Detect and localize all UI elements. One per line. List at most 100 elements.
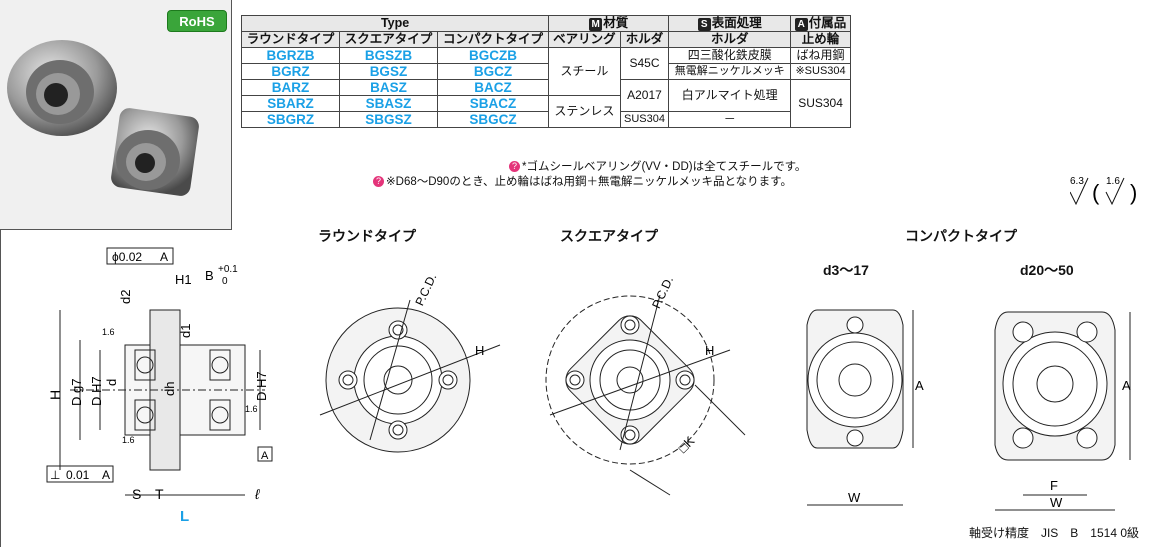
ring-3: SUS304 [790,79,851,128]
table-cell-code: BGRZB [241,47,340,64]
roughness-b: 1.6 [1106,176,1120,187]
compact-large-A: A [1122,378,1131,393]
rohs-badge: RoHS [167,10,227,32]
holder-a2017: A2017 [619,79,670,112]
note-1: ?*ゴムシールベアリング(VV・DD)は全てスチールです。 [509,158,806,174]
table-cell-code: BGCZB [436,47,550,64]
dim-T: T [155,486,164,502]
note-1-text: *ゴムシールベアリング(VV・DD)は全てスチールです。 [522,161,807,173]
table-cell-code: BASZ [338,79,438,96]
roughness-symbols: 6.3 ( 1.6 ) [1069,172,1145,217]
label-square: スクエアタイプ [560,228,658,244]
datum-label: A [160,250,168,264]
table-cell-code: BACZ [436,79,550,96]
svg-text:): ) [1130,180,1137,205]
surface-3: 白アルマイト処理 [668,79,792,112]
sub-holder: ホルダ [619,31,670,48]
bearing-accuracy: 軸受け精度 JIS B 1514 0級 [968,526,1139,540]
tip-icon: ? [509,161,520,173]
roughness-2: 1.6 [122,435,135,445]
product-photo [7,40,199,196]
datum-label-3: A [261,450,269,462]
table-cell-code: BGSZB [338,47,438,64]
surface-1: 四三酸化鉄皮膜 [668,47,792,64]
bearing-stainless: ステンレス [548,95,621,128]
round-pcd: P.C.D. [412,271,439,308]
compact-large-W: W [1050,495,1063,510]
label-compact-small: d3～17 [823,262,869,278]
surface-4: － [668,111,792,128]
sub-compact: コンパクトタイプ [436,31,550,48]
roughness-1: 1.6 [102,327,115,337]
table-cell-code: SBGRZ [241,111,340,128]
ring-2: ※SUS304 [790,63,851,80]
label-compact: コンパクトタイプ [905,228,1017,244]
concentricity-value: ϕ0.02 [112,250,142,264]
holder-s45c: S45C [619,47,670,80]
label-round: ラウンドタイプ [318,228,416,244]
header-accessory-label: 付属品 [808,16,847,30]
round-H: H [475,343,484,358]
sub-ring: 止め輪 [790,31,851,48]
note-2: ?※D68～D90のとき、止め輪はばね用鋼＋無電解ニッケルメッキ品となります。 [373,173,792,189]
header-type: Type [240,15,550,32]
table-cell-code: BGCZ [436,63,550,80]
dim-dh: dh [162,382,177,396]
sub-square: スクエアタイプ [338,31,438,48]
compact-large-F: F [1050,478,1058,493]
dim-B-tol-up: +0.1 [218,264,238,275]
table-cell-code: BARZ [241,79,340,96]
material-letter: M [589,18,603,31]
dim-D: D g7 [69,379,84,406]
table-cell-code: SBARZ [241,95,340,112]
perp-symbol: ⊥ [50,468,60,482]
compact-small-view: A W [806,309,924,506]
compact-large-view: A F W [994,311,1131,511]
dim-DH7-right: D H7 [254,371,269,401]
ring-1: ばね用鋼 [790,47,851,64]
holder-sus304: SUS304 [619,111,670,128]
drawing-border [0,230,3,547]
sub-holder-surface: ホルダ [668,31,792,48]
table-cell-code: SBACZ [436,95,550,112]
table-cell-code: SBASZ [338,95,438,112]
square-pcd: P.C.D. [649,274,676,311]
dim-H: H [47,390,63,400]
note-2-text: ※D68～D90のとき、止め輪はばね用鋼＋無電解ニッケルメッキ品となります。 [386,176,793,188]
product-photo-panel [0,0,232,230]
svg-text:(: ( [1092,180,1100,205]
compact-small-A: A [915,378,924,393]
square-H: H [705,343,714,358]
table-cell-code: SBGSZ [338,111,438,128]
table-cell-code: BGRZ [241,63,340,80]
dim-d: d [104,379,119,386]
header-surface-label: 表面処理 [711,16,762,30]
sub-bearing: ベアリング [548,31,621,48]
surface-letter: S [697,18,711,31]
dim-B-tol-lo: 0 [222,276,228,287]
bearing-steel: スチール [548,47,621,96]
sub-round: ラウンドタイプ [241,31,340,48]
label-compact-large: d20～50 [1020,262,1074,278]
table-cell-code: BGSZ [338,63,438,80]
dim-H1: H1 [175,272,192,287]
section-drawing: ϕ0.02 A ⊥ 0.01 A A B +0.1 0 H1 d2 d1 H D… [46,247,273,525]
table-cell-code: SBGCZ [436,111,550,128]
dim-l: ℓ [254,486,260,502]
tip-icon: ? [373,176,384,188]
dim-DH7: D H7 [89,376,104,406]
compact-small-W: W [848,490,861,505]
perp-value: 0.01 [66,468,90,482]
dim-d1: d1 [178,324,193,338]
dim-S: S [132,486,141,502]
dim-L: L [180,508,189,525]
round-view: P.C.D. H [319,271,501,453]
square-view: P.C.D. H □K [545,274,746,496]
header-material-label: 材質 [603,16,629,30]
datum-label-2: A [102,468,110,482]
accessory-letter: A [794,18,808,31]
